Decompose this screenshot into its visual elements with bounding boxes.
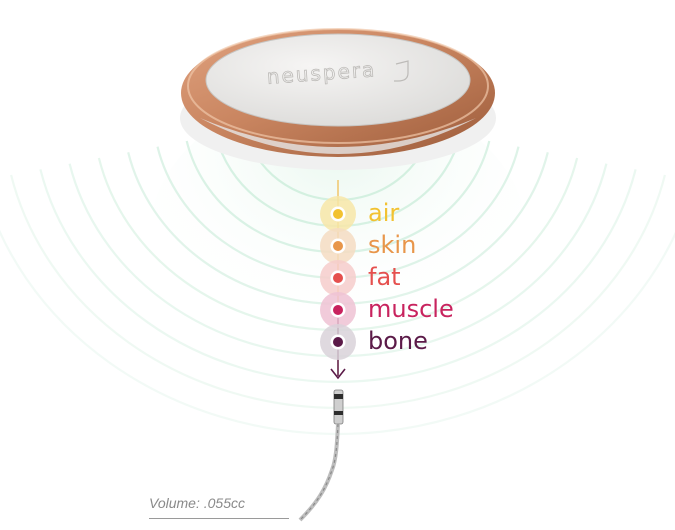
layer-dot-air (333, 209, 343, 219)
implant-wire (298, 423, 340, 522)
layer-dot-bone (333, 337, 343, 347)
layer-dot-skin (333, 241, 343, 251)
layer-dot-fat (333, 273, 343, 283)
device-logo-mark (394, 60, 409, 82)
layer-markers (320, 196, 356, 360)
implant-band (334, 394, 343, 399)
neuspera-device: neuspera (180, 28, 496, 170)
volume-underline (149, 518, 289, 519)
layer-label-fat: fat (368, 263, 401, 291)
wave-arc (39, 169, 637, 383)
layer-dot-muscle (333, 305, 343, 315)
layer-label-air: air (368, 199, 400, 227)
implant-lead (298, 389, 344, 522)
device-underside (200, 118, 476, 154)
device-face (205, 33, 471, 127)
layer-label-muscle: muscle (368, 295, 454, 323)
layer-label-bone: bone (368, 327, 428, 355)
implant-wire-core (299, 423, 339, 521)
implant-band (334, 411, 343, 415)
depth-arrow-head (330, 368, 346, 380)
device-rim-highlight (187, 28, 489, 144)
layer-label-skin: skin (368, 231, 417, 259)
implant-volume-label: Volume: .055cc (149, 495, 245, 511)
